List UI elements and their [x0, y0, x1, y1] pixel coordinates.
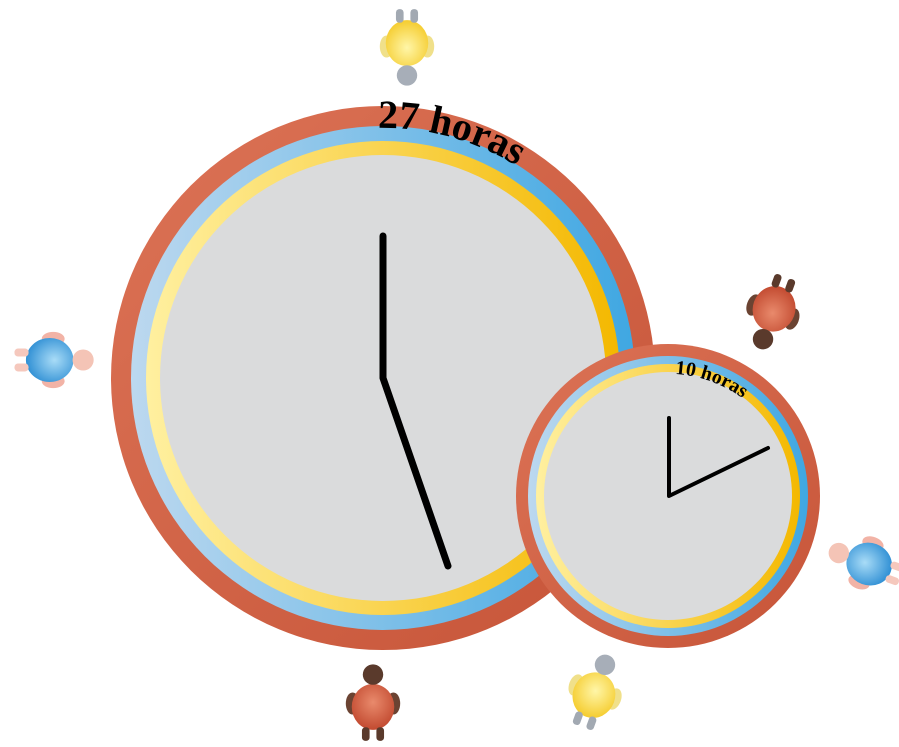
- person-top-view-icon: [820, 524, 899, 601]
- person-top-view-icon: [734, 268, 811, 358]
- person-blue-left: [14, 332, 93, 388]
- person-top-view-icon: [14, 332, 93, 388]
- small-clock: 10 horas: [516, 344, 820, 648]
- person-yellow-bottom: [557, 646, 634, 736]
- person-red-bottom: [346, 664, 400, 741]
- person-top-view-icon: [380, 9, 434, 86]
- person-red-right: [734, 268, 811, 358]
- person-top-view-icon: [557, 646, 634, 736]
- person-yellow-top: [380, 9, 434, 86]
- person-top-view-icon: [346, 664, 400, 741]
- person-blue-right: [820, 524, 899, 601]
